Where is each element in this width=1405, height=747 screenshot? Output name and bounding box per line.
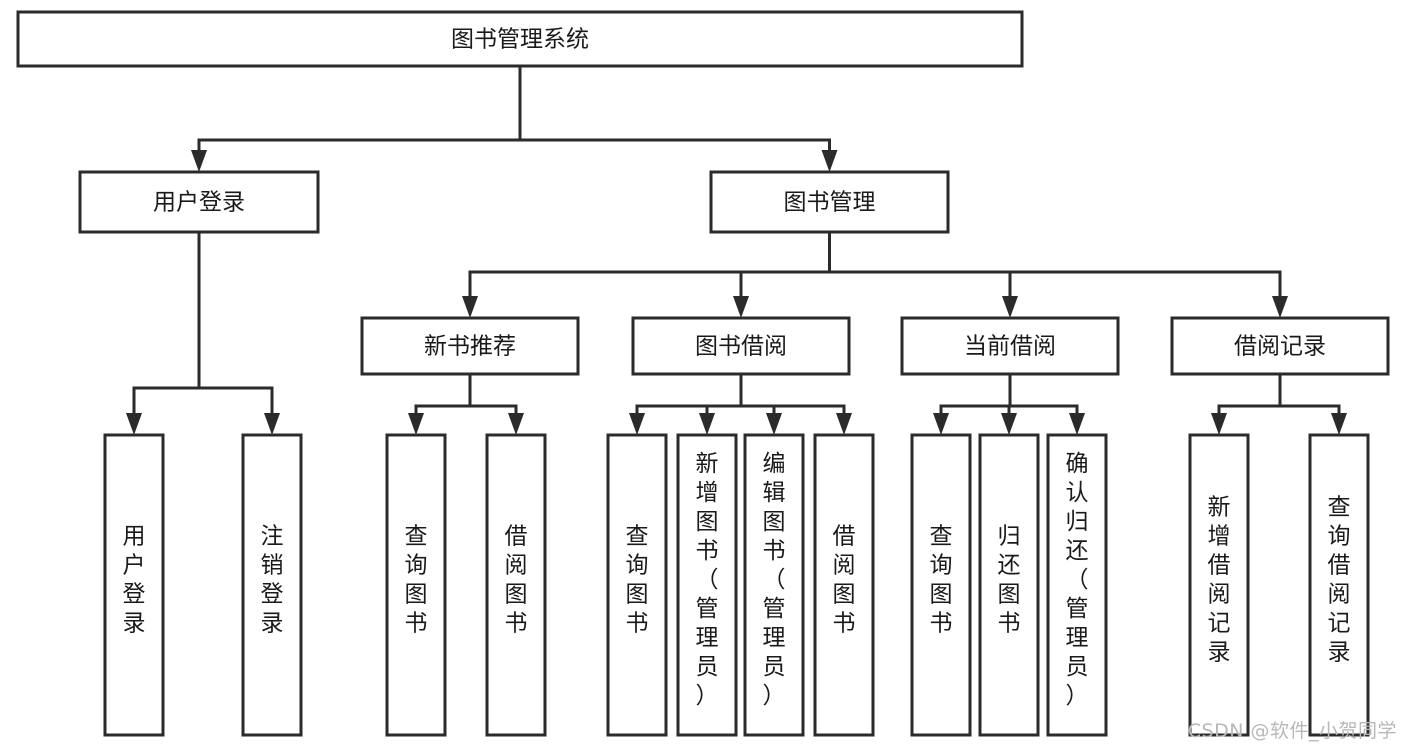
level3-node-new-book-recommend-box[interactable]: [360, 316, 580, 376]
leaf-node-leaf-add-record-label: 新增借阅记录: [1208, 495, 1231, 666]
leaf-node-leaf-query-book-2-label: 查询图书: [626, 524, 649, 637]
leaf-node-leaf-add-book-label: 新增图书（管理员）: [696, 451, 719, 709]
arrow-head-icon: [1001, 413, 1017, 435]
leaf-node-leaf-confirm-return-box[interactable]: [1046, 433, 1108, 737]
level3-node-current-borrow-box[interactable]: [900, 316, 1120, 376]
leaf-node-leaf-logout-label: 注销登录: [261, 524, 284, 637]
arrow-head-icon: [1069, 413, 1085, 435]
leaf-node-leaf-user-login[interactable]: 用户登录: [103, 433, 165, 737]
leaf-node-leaf-query-book-3[interactable]: 查询图书: [910, 433, 972, 737]
leaf-node-leaf-add-record-box[interactable]: [1188, 433, 1250, 737]
root-node-book-management-system-box[interactable]: [16, 10, 1024, 68]
leaf-node-leaf-borrow-book-1-label: 借阅图书: [505, 524, 528, 637]
level2-node-book-manage-label: 图书管理: [784, 190, 876, 216]
level3-node-borrow-record-label: 借阅记录: [1234, 334, 1326, 360]
level3-node-current-borrow[interactable]: 当前借阅: [900, 316, 1120, 376]
level3-node-new-book-recommend[interactable]: 新书推荐: [360, 316, 580, 376]
level2-node-user-login-box[interactable]: [78, 170, 320, 234]
level3-node-borrow-record[interactable]: 借阅记录: [1170, 316, 1390, 376]
leaf-node-leaf-query-record-box[interactable]: [1308, 433, 1370, 737]
leaf-node-leaf-borrow-book-1[interactable]: 借阅图书: [485, 433, 547, 737]
leaf-node-leaf-query-book-3-label: 查询图书: [930, 524, 953, 637]
leaf-node-leaf-confirm-return-label: 确认归还（管理员）: [1066, 451, 1089, 709]
arrow-head-icon: [733, 296, 749, 318]
level3-node-borrow-record-box[interactable]: [1170, 316, 1390, 376]
leaf-node-leaf-query-book-1-box[interactable]: [385, 433, 447, 737]
arrow-head-icon: [836, 413, 852, 435]
level3-node-book-borrow[interactable]: 图书借阅: [631, 316, 851, 376]
level3-node-current-borrow-label: 当前借阅: [964, 334, 1056, 360]
leaf-node-leaf-add-book[interactable]: 新增图书（管理员）: [676, 433, 738, 737]
leaf-node-leaf-borrow-book-1-box[interactable]: [485, 433, 547, 737]
leaf-node-leaf-query-record-label: 查询借阅记录: [1328, 495, 1351, 666]
level2-node-book-manage[interactable]: 图书管理: [709, 170, 950, 234]
arrow-head-icon: [508, 413, 524, 435]
level2-node-book-manage-box[interactable]: [709, 170, 950, 234]
leaf-node-leaf-edit-book-box[interactable]: [743, 433, 805, 737]
arrow-head-icon: [821, 150, 838, 172]
arrow-head-icon: [1002, 296, 1018, 318]
leaf-node-leaf-query-book-2-box[interactable]: [606, 433, 668, 737]
leaf-node-leaf-edit-book-label: 编辑图书（管理员）: [763, 451, 786, 709]
level2-node-user-login-label: 用户登录: [153, 190, 245, 216]
leaf-node-leaf-edit-book[interactable]: 编辑图书（管理员）: [743, 433, 805, 737]
leaf-node-leaf-query-record[interactable]: 查询借阅记录: [1308, 433, 1370, 737]
leaf-node-leaf-logout[interactable]: 注销登录: [241, 433, 303, 737]
level3-node-book-borrow-label: 图书借阅: [695, 334, 787, 360]
leaf-node-leaf-add-book-box[interactable]: [676, 433, 738, 737]
arrow-head-icon: [1272, 296, 1288, 318]
leaf-node-leaf-user-login-label: 用户登录: [123, 524, 146, 637]
leaf-node-leaf-borrow-book-2-box[interactable]: [813, 433, 875, 737]
level3-node-new-book-recommend-label: 新书推荐: [424, 334, 516, 360]
leaf-node-leaf-user-login-box[interactable]: [103, 433, 165, 737]
root-node-book-management-system[interactable]: 图书管理系统: [16, 10, 1024, 68]
leaf-node-leaf-logout-box[interactable]: [241, 433, 303, 737]
arrow-head-icon: [1331, 413, 1347, 435]
arrow-head-icon: [408, 413, 424, 435]
leaf-node-leaf-query-book-1-label: 查询图书: [405, 524, 428, 637]
arrow-head-icon: [264, 413, 280, 435]
leaf-node-leaf-return-book-label: 归还图书: [998, 524, 1021, 637]
level2-node-user-login[interactable]: 用户登录: [78, 170, 320, 234]
leaf-node-leaf-query-book-2[interactable]: 查询图书: [606, 433, 668, 737]
arrow-head-icon: [629, 413, 645, 435]
leaf-node-leaf-confirm-return[interactable]: 确认归还（管理员）: [1046, 433, 1108, 737]
arrow-head-icon: [462, 296, 478, 318]
leaf-node-leaf-borrow-book-2[interactable]: 借阅图书: [813, 433, 875, 737]
arrow-head-icon: [766, 413, 782, 435]
arrow-head-icon: [1211, 413, 1227, 435]
leaf-node-leaf-borrow-book-2-label: 借阅图书: [833, 524, 856, 637]
connector-layer: [126, 64, 1347, 435]
arrow-head-icon: [699, 413, 715, 435]
node-layer: 图书管理系统用户登录图书管理新书推荐图书借阅当前借阅借阅记录用户登录注销登录查询…: [16, 10, 1390, 737]
root-node-book-management-system-label: 图书管理系统: [451, 27, 589, 53]
leaf-node-leaf-query-book-3-box[interactable]: [910, 433, 972, 737]
arrow-head-icon: [126, 413, 142, 435]
level3-node-book-borrow-box[interactable]: [631, 316, 851, 376]
leaf-node-leaf-add-record[interactable]: 新增借阅记录: [1188, 433, 1250, 737]
leaf-node-leaf-query-book-1[interactable]: 查询图书: [385, 433, 447, 737]
arrow-head-icon: [933, 413, 949, 435]
leaf-node-leaf-return-book-box[interactable]: [978, 433, 1040, 737]
arrow-head-icon: [191, 150, 207, 172]
leaf-node-leaf-return-book[interactable]: 归还图书: [978, 433, 1040, 737]
